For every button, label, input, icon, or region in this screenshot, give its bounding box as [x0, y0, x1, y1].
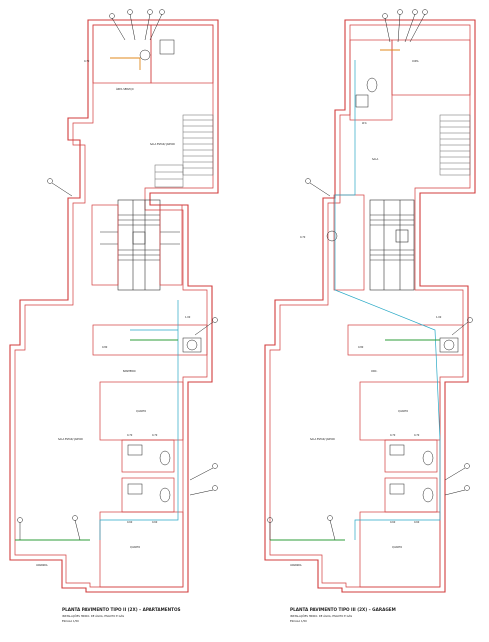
- left-exterior-wall: [9, 19, 219, 593]
- left-kitchen: [92, 324, 208, 356]
- left-dim-4: 0.60: [152, 521, 158, 524]
- right-dim-2: 0.70: [414, 434, 420, 437]
- left-upper-stair: [154, 114, 214, 188]
- right-plan-scale: ESCALA 1/50: [290, 619, 307, 623]
- right-plan-subtitle: INSTALAÇÕES HIDRO. DE ÁGUA, ESGOTO E GÁS: [290, 613, 352, 618]
- right-room-label-wc: W.C.: [362, 122, 368, 125]
- right-dim-1: 0.70: [390, 434, 396, 437]
- left-room-label-quarto: QUARTO: [136, 410, 146, 413]
- right-room-label-varanda: VARANDA: [290, 564, 302, 567]
- right-room-label-sala: SALA: [372, 158, 379, 161]
- left-floor-plan: ÁREA SERVIÇO SALA ESTAR/ JANTAR BANHEIRO…: [9, 9, 219, 623]
- right-bedroom: [359, 381, 441, 441]
- right-wc: [349, 39, 393, 121]
- right-cold-water-line: [334, 60, 441, 540]
- right-exterior-wall: [264, 19, 476, 593]
- right-dim-4: 0.60: [414, 521, 420, 524]
- left-stair-core: [91, 199, 183, 291]
- left-bedroom-2: [99, 511, 184, 588]
- right-dim-7: 1.00: [436, 316, 442, 319]
- left-plan-scale: ESCALA 1/50: [62, 619, 79, 623]
- right-fixtures: [326, 77, 459, 503]
- right-bedroom-2: [359, 511, 441, 588]
- right-callouts: [267, 9, 473, 541]
- left-room-label-quarto2: QUARTO: [130, 546, 140, 549]
- left-fixtures: [127, 39, 202, 503]
- left-hot-water-line: [110, 57, 141, 70]
- right-room-label-sala2: SALA ESTAR/ JANTAR: [310, 438, 335, 441]
- right-upper-room: [391, 39, 471, 96]
- left-dim-2: 0.70: [152, 434, 158, 437]
- left-room-label-banheiro: BANHEIRO: [123, 370, 136, 373]
- left-dim-1: 0.70: [127, 434, 133, 437]
- right-plan-title: PLANTA PAVIMENTO TIPO III (2X) – GARAGEM: [290, 607, 396, 612]
- right-dim-3: 0.60: [390, 521, 396, 524]
- left-bathroom-b: [121, 477, 175, 513]
- right-room-label-copa: COPA: [412, 60, 419, 63]
- right-kitchen: [347, 324, 464, 356]
- right-room-label-quarto3: QUARTO: [392, 546, 402, 549]
- left-interior-outline: [14, 24, 214, 588]
- left-callouts: [17, 9, 218, 541]
- left-room-label-sala2: SALA ESTAR/ JANTAR: [58, 438, 83, 441]
- right-bathroom-b: [384, 477, 438, 513]
- left-room-label-varanda: VARANDA: [36, 564, 48, 567]
- right-interior-outline: [269, 24, 471, 588]
- left-dim-3: 0.60: [127, 521, 133, 524]
- right-room-label-quarto2: QUARTO: [398, 410, 408, 413]
- left-dim-6: 0.70: [84, 60, 90, 63]
- left-plan-title: PLANTA PAVIMENTO TIPO II (2X) – APARTAME…: [62, 607, 181, 612]
- left-room-label-area-servico: ÁREA SERVIÇO: [116, 88, 134, 91]
- right-upper-stair: [439, 114, 471, 176]
- right-room-label-circ: CIRC.: [371, 370, 378, 373]
- left-upper-room: [150, 24, 214, 84]
- left-bedroom: [99, 381, 184, 441]
- right-dim-5: 0.80: [358, 346, 364, 349]
- right-stair-core: [333, 194, 415, 291]
- left-service-area: [92, 24, 152, 84]
- left-cold-water-line: [99, 300, 179, 540]
- right-floor-plan: W.C. SALA COPA CIRC. SALA ESTAR/ JANTAR …: [264, 9, 476, 623]
- left-dim-5: 0.80: [102, 346, 108, 349]
- left-room-label-sala: SALA ESTAR/ JANTAR: [150, 143, 175, 146]
- left-dim-7: 1.00: [185, 316, 191, 319]
- right-dim-6: 0.70: [300, 236, 306, 239]
- left-plan-subtitle: INSTALAÇÕES HIDRO. DE ÁGUA, ESGOTO E GÁS: [62, 613, 124, 618]
